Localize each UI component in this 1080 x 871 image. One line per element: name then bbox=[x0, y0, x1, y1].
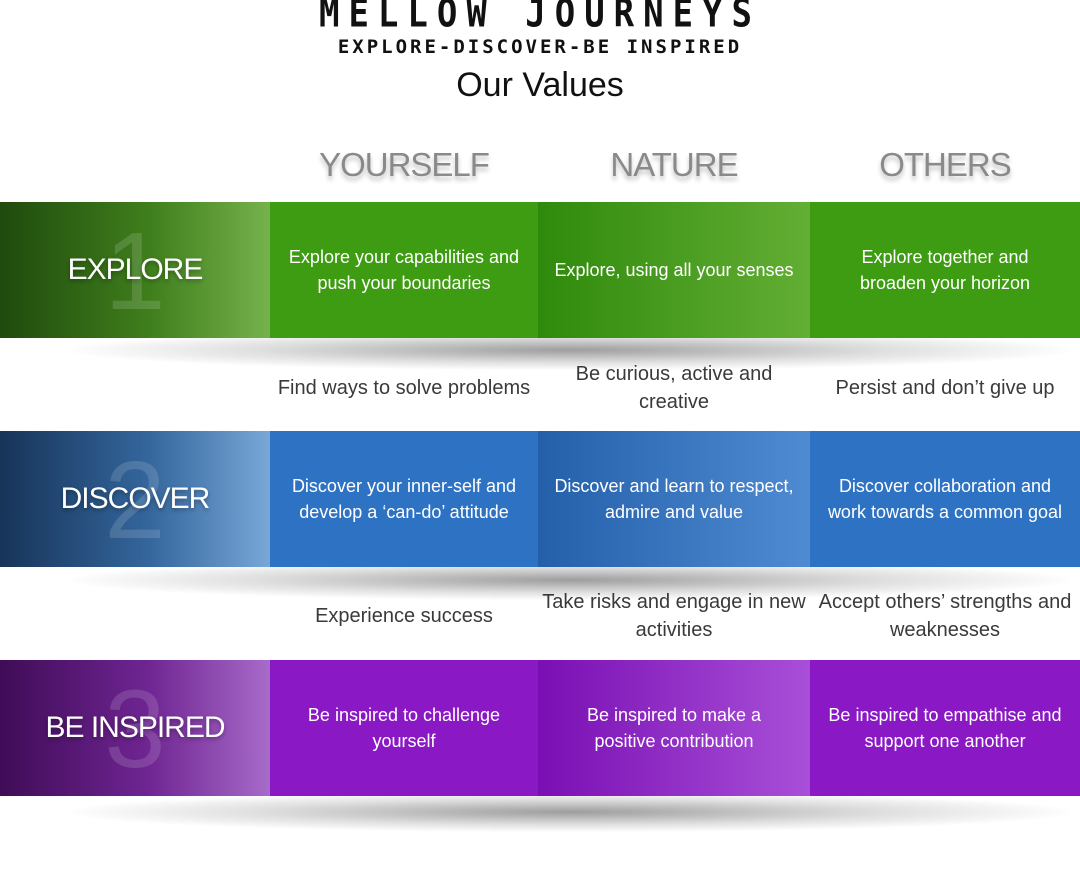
value-cell: Explore together and broaden your horizo… bbox=[810, 202, 1080, 338]
value-cell: Be inspired to make a positive contribut… bbox=[538, 660, 810, 796]
value-text: Explore together and broaden your horizo… bbox=[859, 247, 1031, 293]
between-line: Persist and don’t give up bbox=[835, 377, 1055, 399]
between-text: Take risks and engage in new activities bbox=[538, 587, 810, 645]
between-text: Experience success bbox=[270, 587, 538, 645]
row-number: 1 bbox=[104, 210, 166, 333]
value-text: Explore, using all your senses bbox=[554, 260, 794, 280]
value-text: Discover collaboration and work towards … bbox=[827, 476, 1063, 522]
between-line: Be curious, active and creative bbox=[575, 363, 773, 413]
page-title: Our Values bbox=[456, 66, 624, 104]
row-explore: 1 EXPLORE Explore your capabilities and … bbox=[0, 202, 1080, 338]
row-number: 3 bbox=[104, 668, 166, 791]
between-text: Persist and don’t give up bbox=[810, 359, 1080, 417]
between-text: Accept others’ strengths and weaknesses bbox=[810, 587, 1080, 645]
row-number: 2 bbox=[104, 439, 166, 562]
value-text: Explore your capabilities and push your … bbox=[288, 247, 520, 293]
row-title: BE INSPIRED bbox=[45, 711, 225, 744]
row-title: DISCOVER bbox=[60, 482, 211, 515]
between-line: Find ways to solve problems bbox=[277, 377, 531, 399]
value-text: Be inspired to make a positive contribut… bbox=[586, 705, 762, 751]
brand-tagline: EXPLORE-DISCOVER-BE INSPIRED bbox=[337, 36, 743, 58]
column-header-others: OTHERS bbox=[879, 146, 1012, 183]
column-header-nature: NATURE bbox=[610, 146, 738, 183]
value-cell: Explore your capabilities and push your … bbox=[270, 202, 538, 338]
value-text: Be inspired to empathise and support one… bbox=[828, 705, 1062, 751]
band-shadow bbox=[70, 792, 1070, 832]
value-text: Be inspired to challenge yourself bbox=[307, 705, 501, 751]
between-text: Be curious, active and creative bbox=[538, 359, 810, 417]
value-cell: Explore, using all your senses bbox=[538, 202, 810, 338]
row-be-inspired: 3 BE INSPIRED Be inspired to challenge y… bbox=[0, 660, 1080, 796]
row-label-be-inspired: 3 BE INSPIRED bbox=[0, 660, 270, 796]
between-line: Experience success bbox=[315, 605, 493, 627]
row-discover: 2 DISCOVER Discover your inner-self and … bbox=[0, 431, 1080, 567]
value-text: Discover your inner-self and develop a ‘… bbox=[291, 476, 517, 522]
row-label-discover: 2 DISCOVER bbox=[0, 431, 270, 567]
value-cell: Discover and learn to respect, admire an… bbox=[538, 431, 810, 567]
value-cell: Be inspired to empathise and support one… bbox=[810, 660, 1080, 796]
row-title: EXPLORE bbox=[67, 253, 204, 286]
value-cell: Discover your inner-self and develop a ‘… bbox=[270, 431, 538, 567]
between-line: Accept others’ strengths and weaknesses bbox=[818, 591, 1072, 641]
row-label-explore: 1 EXPLORE bbox=[0, 202, 270, 338]
column-header-yourself: YOURSELF bbox=[319, 146, 490, 183]
brand-name: MELLOW JOURNEYS bbox=[318, 0, 762, 37]
between-text: Find ways to solve problems bbox=[270, 359, 538, 417]
value-cell: Discover collaboration and work towards … bbox=[810, 431, 1080, 567]
between-line: Take risks and engage in new activities bbox=[542, 591, 806, 641]
value-text: Discover and learn to respect, admire an… bbox=[554, 476, 794, 522]
value-cell: Be inspired to challenge yourself bbox=[270, 660, 538, 796]
